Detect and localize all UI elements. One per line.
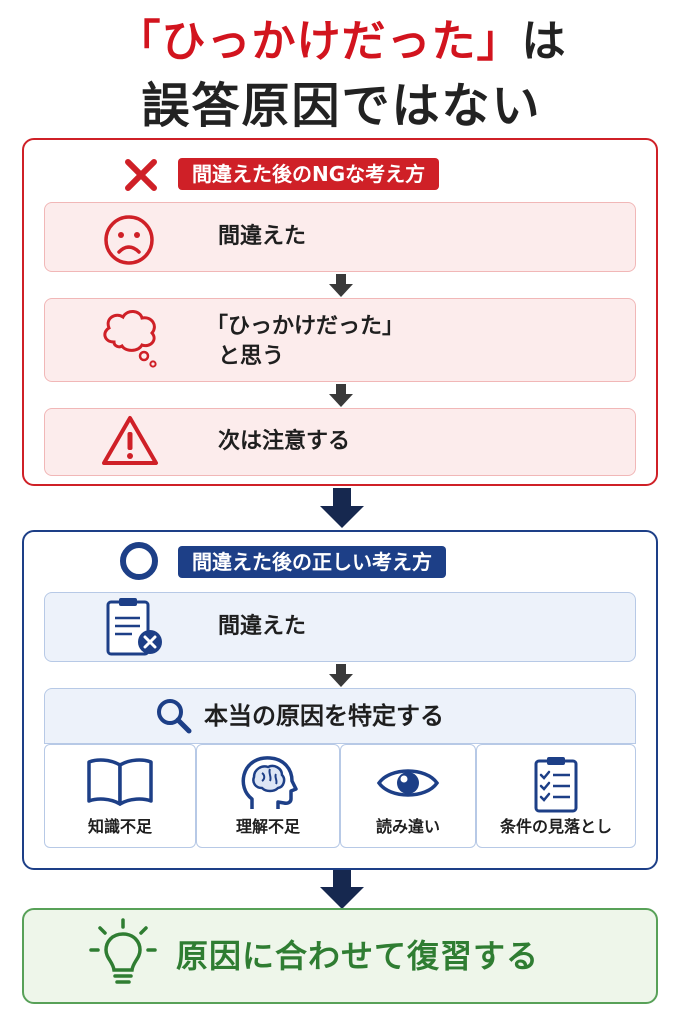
page-title-line1: 「ひっかけだった」は bbox=[0, 14, 683, 70]
arrow-down-icon bbox=[329, 664, 353, 687]
checklist-icon bbox=[534, 757, 578, 813]
book-icon bbox=[87, 758, 153, 806]
sad-face-icon bbox=[104, 215, 154, 265]
eye-icon bbox=[376, 769, 440, 797]
title-suffix: は bbox=[521, 16, 567, 67]
ng-step-1-text: 間違えた bbox=[218, 224, 307, 249]
lightbulb-icon bbox=[89, 918, 157, 984]
ng-step-2-text-line1: 「ひっかけだった」 bbox=[206, 314, 405, 339]
cause-label: 理解不足 bbox=[235, 817, 300, 836]
brain-head-icon bbox=[241, 756, 298, 809]
ng-step-2-text-line2: と思う bbox=[218, 344, 285, 369]
ok-step-2 bbox=[44, 688, 636, 744]
search-icon bbox=[157, 699, 192, 734]
cause-label: 条件の見落とし bbox=[499, 817, 612, 836]
cause-cell-understanding: 理解不足 bbox=[196, 744, 340, 848]
ng-step-2 bbox=[44, 298, 636, 382]
cause-cell-overlooked-conditions: 条件の見落とし bbox=[476, 744, 636, 848]
final-panel bbox=[22, 908, 658, 1004]
ng-step-3-text: 次は注意する bbox=[218, 429, 351, 454]
ok-step-2-text: 本当の原因を特定する bbox=[204, 702, 444, 730]
cause-cell-knowledge: 知識不足 bbox=[44, 744, 196, 848]
arrow-down-icon bbox=[329, 274, 353, 297]
page-title-line2: 誤答原因ではない bbox=[141, 78, 542, 134]
cause-cell-misreading: 読み違い bbox=[340, 744, 476, 848]
cross-icon bbox=[125, 159, 157, 191]
ok-step-1-text: 間違えた bbox=[218, 614, 307, 639]
arrow-down-icon bbox=[320, 488, 364, 528]
cause-label: 読み違い bbox=[375, 817, 440, 836]
ok-section-label: 間違えた後の正しい考え方 bbox=[178, 546, 446, 578]
clipboard-x-icon bbox=[106, 598, 162, 656]
ng-section-label: 間違えた後のNGな考え方 bbox=[178, 158, 440, 190]
arrow-down-icon bbox=[329, 384, 353, 407]
thought-bubble-icon bbox=[103, 310, 157, 368]
arrow-down-icon bbox=[320, 870, 364, 909]
circle-icon bbox=[120, 542, 158, 580]
warning-icon bbox=[102, 416, 158, 465]
title-quote: 「ひっかけだった」 bbox=[116, 16, 522, 67]
final-text: 原因に合わせて復習する bbox=[176, 937, 540, 975]
cause-label: 知識不足 bbox=[87, 817, 152, 836]
